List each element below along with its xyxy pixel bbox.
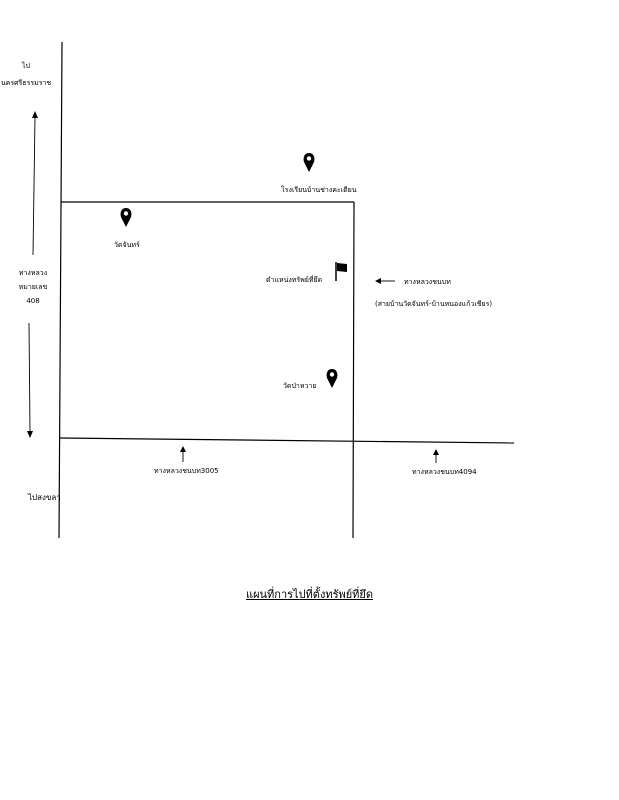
map-title: แผนที่การไปที่ตั้งทรัพย์ที่ยึด (245, 588, 374, 601)
flag-icon-property (335, 262, 347, 281)
arrow-icon-south (27, 322, 33, 438)
label-highway-408: ทางหลวง หมายเลข 408 (18, 269, 48, 305)
label-school: โรงเรียนบ้านช่างคะเตียน (281, 186, 357, 194)
arrow-icon-up-3005 (180, 446, 186, 462)
highway-408-road (58, 41, 63, 539)
arrow-icon-west (375, 278, 395, 284)
map-pin-icon-school (303, 153, 315, 172)
rural-road-vertical (352, 201, 355, 539)
arrow-icon-up-4094 (433, 449, 439, 463)
label-road-4094: ทางหลวงชนบท4094 (412, 468, 477, 476)
map-pin-icon-wat-pa-wai (326, 369, 338, 388)
map-pin-icon-wat-chan (120, 208, 132, 227)
label-rural-road-desc: (สายบ้านวัดจันทร์-บ้านหนองแก้วเชียร) (375, 300, 493, 308)
road-3005-4094 (59, 437, 515, 444)
label-road-3005: ทางหลวงชนบท3005 (154, 467, 219, 475)
label-rural-road: ทางหลวงชนบท (404, 278, 451, 286)
arrow-icon-north (32, 111, 38, 256)
label-to-nakhon: ไป นครศรีธรรมราช (0, 62, 52, 87)
label-property: ตำแหน่งทรัพย์ที่ยึด (266, 276, 323, 284)
label-wat-chan: วัดจันทร์ (114, 241, 140, 249)
label-wat-pa-wai: วัดป่าหวาย (283, 382, 317, 390)
label-to-plaeng: ไปสงขลา (28, 493, 61, 502)
